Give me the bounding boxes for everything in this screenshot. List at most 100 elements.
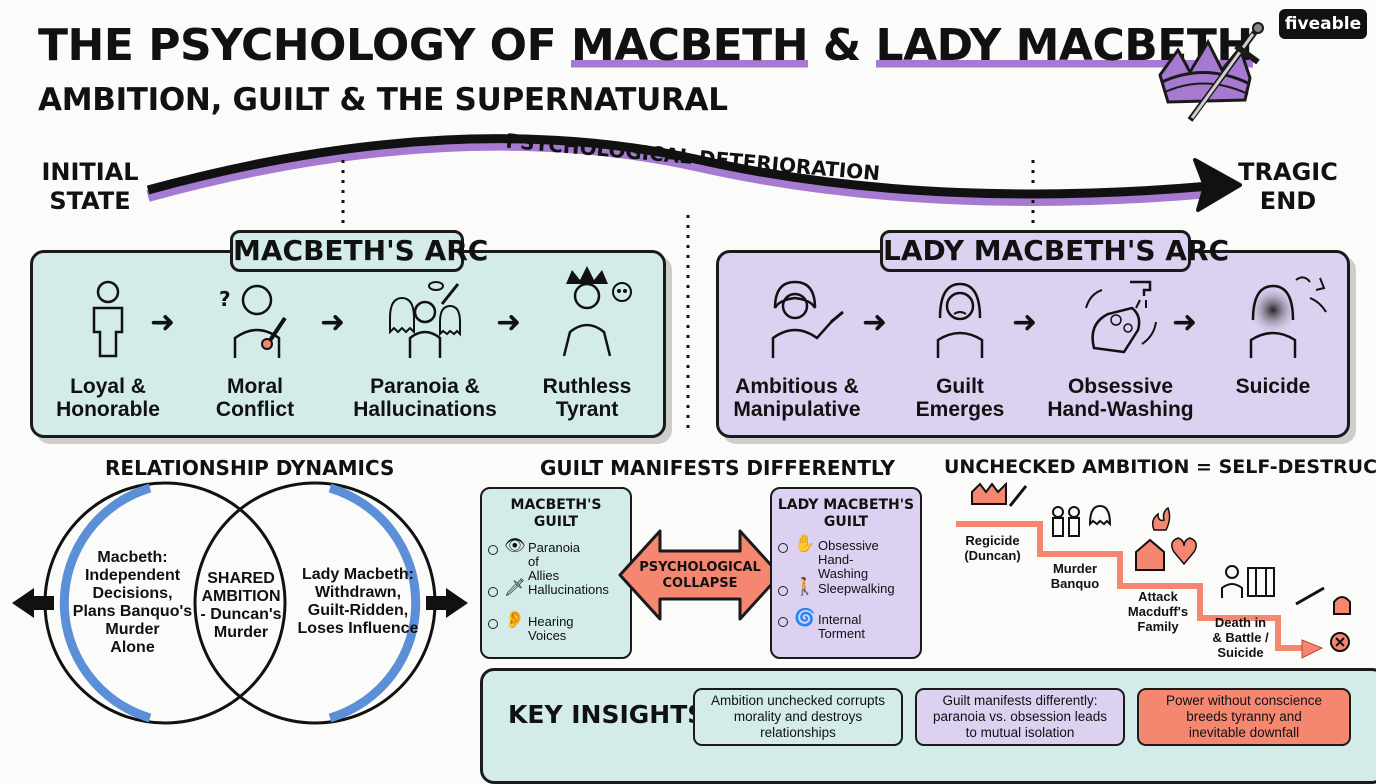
sad-woman-icon [936,282,984,358]
lady-guilt-title-1: LADY MACBETH'S [777,497,915,513]
bullet-circle [778,543,788,553]
timeline-start-label: INITIAL STATE [40,158,140,216]
relationship-shared: SHARED AMBITION - Duncan's Murder [193,570,289,642]
lady-stage-1: Ambitious & Manipulative [722,278,872,421]
collapse-label: PSYCHOLOGICAL COLLAPSE [630,560,770,592]
page-title: THE PSYCHOLOGY OF MACBETH & LADY MACBETH [38,20,1253,71]
step1-line2: (Duncan) [964,548,1021,563]
macbeth-stage-4: Ruthless Tyrant [512,262,662,421]
relationship-venn [12,481,468,725]
ear-icon: 👂 [504,610,526,629]
step4-line1: Death in [1214,615,1267,630]
guilt-l-1a: Obsessive [818,538,879,553]
arc-arrow-icon: ➜ [1172,306,1198,339]
guilt-m-3a: Hearing [528,614,574,629]
macbeth-stage-4-line2: Tyrant [555,398,619,421]
timeline-start-line1: INITIAL [41,158,139,186]
arc-arrow-icon: ➜ [862,306,888,339]
macbeth-stage-1-line2: Honorable [56,398,160,421]
step3-line1: Attack [1138,589,1178,604]
rel-center-line1: SHARED [207,570,275,587]
step4-line2: & Battle / [1212,630,1269,645]
walking-icon: 🚶 [794,577,816,596]
macbeth-arc-heading: MACBETH'S ARC [230,230,488,272]
guilt-l-3b: Torment [818,626,865,641]
crowned-tyrant-icon [562,266,632,357]
rel-center-line2: AMBITION [201,588,281,605]
lady-stage-1-line2: Manipulative [733,398,861,421]
eye-icon: 👁 [504,536,526,555]
lady-guilt-title: LADY MACBETH'S GUILT [772,497,920,531]
guilt-m-3b: Voices [528,628,567,643]
macbeth-guilt-title-1: MACBETH'S [510,497,602,513]
macbeth-stage-3: Paranoia & Hallucinations [345,278,505,421]
guilt-l-1b: Hand-Washing [818,552,869,581]
lady-stage-4: Suicide [1198,278,1348,398]
lady-stage-3-line1: Obsessive [1067,375,1174,398]
rel-left-line4: Plans Banquo's [72,603,193,620]
standing-person-icon [92,280,124,358]
macbeth-stage-3-line1: Paranoia & [370,375,480,398]
relationship-heading: RELATIONSHIP DYNAMICS [105,456,395,480]
key-insights-heading: KEY INSIGHTS [508,700,706,729]
rel-right-line1: Lady Macbeth: [301,566,414,583]
lady-stage-3: Obsessive Hand-Washing [1043,278,1198,421]
fiveable-logo: fiveable [1279,9,1367,39]
arc-arrow-icon: ➜ [320,306,346,339]
timeline-arrow [146,134,1242,435]
collapse-line2: COLLAPSE [662,576,738,591]
lady-guilt-title-2: GUILT [823,514,869,530]
lady-stage-2-line1: Guilt [936,375,984,398]
rel-left-line6: Alone [110,639,155,656]
guilt-m-1b: Allies [528,568,560,583]
lady-stage-2: Guilt Emerges [885,278,1035,421]
shadow-woman-icon [1247,284,1299,358]
rel-right-line4: Loses Influence [297,620,419,637]
title-text-4: LADY MACBETH [875,20,1253,71]
macbeth-stage-1: Loyal & Honorable [33,278,183,421]
guilt-l-3a: Internal [818,612,862,627]
ghosts-icon [389,281,461,358]
bullet-circle [488,587,498,597]
macbeth-guilt-title-2: GUILT [533,514,579,530]
confused-person-icon: ? [219,284,287,358]
guilt-heading: GUILT MANIFESTS DIFFERENTLY [540,456,896,480]
title-text-3: & [808,20,876,71]
lady-stage-4-line1: Suicide [1235,375,1311,398]
rel-center-line3: - Duncan's [200,606,282,623]
spiral-icon: 🌀 [794,608,816,627]
rel-left-line1: Macbeth: [97,549,168,566]
guilt-m-1a: Paranoia of [528,540,581,569]
ambition-step-3: Attack Macduff's Family [1118,589,1198,634]
insight2-line3: to mutual isolation [965,725,1075,740]
insight2-line2: paranoia vs. obsession leads [932,709,1108,724]
lady-stage-3-line2: Hand-Washing [1047,398,1194,421]
timeline-start-line2: STATE [49,187,131,215]
crown-dagger-icon [1158,22,1264,122]
macbeth-stage-2-line1: Moral [226,375,283,398]
relationship-lady: Lady Macbeth: Withdrawn, Guilt-Ridden, L… [293,566,423,638]
insight1-line3: relationships [760,725,836,740]
rel-right-line2: Withdrawn, [314,584,402,601]
lady-arc-heading: LADY MACBETH'S ARC [880,230,1229,272]
lady-stage-1-line1: Ambitious & [735,375,859,398]
broken-chain-icon [1295,276,1327,313]
step1-line1: Regicide [965,533,1020,548]
timeline-end-line2: END [1259,187,1317,215]
insight3-line3: inevitable downfall [1188,725,1300,740]
rel-right-line3: Guilt-Ridden, [307,602,409,619]
timeline-end-line1: TRAGIC [1238,158,1338,186]
step2-line1: Murder [1052,561,1098,576]
guilt-m-2a: Hallucinations [528,582,609,597]
guilt-l-2a: Sleepwalking [818,581,895,596]
relationship-macbeth: Macbeth: Independent Decisions, Plans Ba… [70,549,195,657]
pointing-woman-icon [771,280,844,358]
ambition-staircase [956,481,1351,659]
rel-left-line5: Murder [105,621,160,638]
hand-icon: ✋ [794,534,816,553]
title-text-1: THE PSYCHOLOGY OF [38,20,571,71]
bullet-circle [778,617,788,627]
bullet-circle [488,619,498,629]
